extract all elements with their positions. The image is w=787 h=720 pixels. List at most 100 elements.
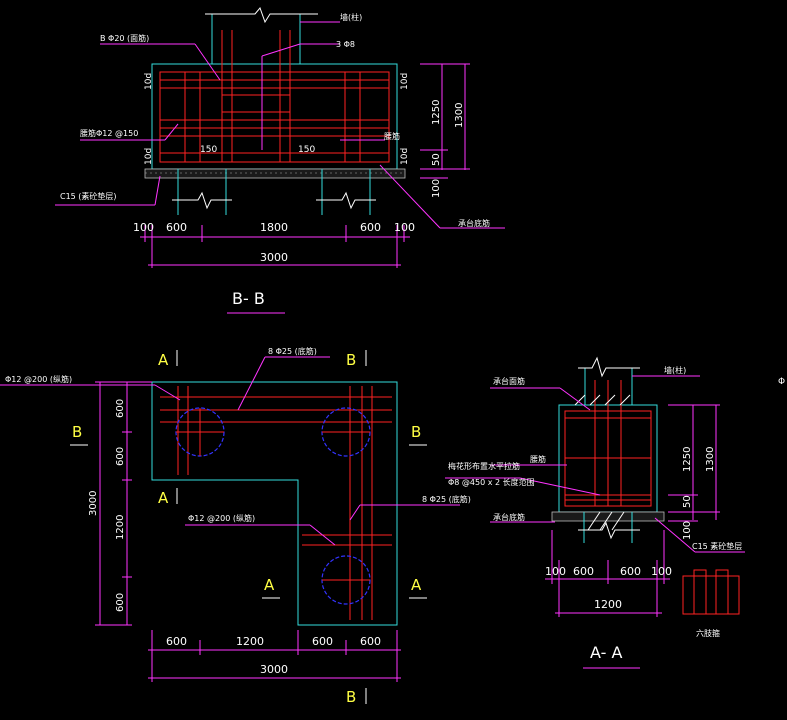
dim-bb-1300: 1300 [454,103,465,128]
leader-plan-right-d [349,504,361,521]
leader-cushion-d [154,175,161,206]
aa-leader-top-bar-d [559,387,591,411]
aa-pile-break [578,521,640,540]
aa-dim-cushion: 100 [682,521,693,540]
leader-plan-left-d [154,384,181,401]
aa-label-tie-spec: Φ8 @450 x 2 长度范围 [448,477,535,487]
dim-plan-h-600-2: 600 [312,635,333,648]
aa-label-base: 承台底筋 [493,512,525,522]
dim-plan-v-total: 3000 [88,491,99,516]
label-column: 墙(柱) [340,12,362,22]
dim-bb-total: 3000 [260,251,288,264]
dim-bb-50: 50 [431,153,442,166]
label-cushion: C15 (素砼垫层) [60,191,117,201]
six-leg-stirrup-detail: 六肢箍 [682,569,740,638]
aa-dim-100-right: 100 [651,565,672,578]
pile-right-break [316,191,376,210]
title-aa: A- A [590,643,622,662]
dim-bb-600-left: 600 [166,221,187,234]
dim-bb-100-left: 100 [133,221,154,234]
cut-a-mid: A [158,489,169,507]
dim-plan-h-600-1: 600 [166,635,187,648]
cut-b-top: B [346,351,356,369]
label-plan-bar-mid: Φ12 @200 (纵筋) [188,513,255,523]
dim-plan-v-1200: 1200 [115,515,126,540]
hatch [574,394,586,406]
dim-plan-h-total: 3000 [260,663,288,676]
hatch [589,394,601,406]
pile-left-break [172,191,232,210]
aa-dim-100-left: 100 [545,565,566,578]
cut-b-left: B [72,423,82,441]
leader-top-bar-d [194,43,221,81]
label-plan-bar-top: 8 Φ25 (底筋) [268,346,317,356]
label-top-bar: B Φ20 (面筋) [100,33,149,43]
plan-cap-outline [151,381,398,626]
title-bb: B- B [232,289,265,308]
cut-b-bottom: B [346,688,356,706]
label-10d-tl: 10d [144,73,154,90]
aa-label-tie: 梅花形布置水平拉筋 [448,461,520,471]
aa-leader-cushion [654,517,696,553]
section-aa: 承台面筋 墙(柱) 腰筋 梅花形布置水平拉筋 Φ8 @450 x 2 长度范围 … [445,356,785,669]
cut-a-low: A [264,576,275,594]
label-plan-bar-left: Φ12 @200 (纵筋) [5,374,72,384]
leader-plan-mid-d [309,524,336,546]
cut-a-right: A [411,576,422,594]
label-base-bar: 承台底筋 [458,218,490,228]
cut-a-top: A [158,351,169,369]
aa-column-break [578,356,640,378]
leader-plan-top-d [237,356,266,411]
cushion-layer [144,168,406,179]
dim-plan-v-600-2: 600 [115,447,126,466]
aa-label-top-bar: 承台面筋 [493,376,525,386]
dim-bb-100-right: 100 [394,221,415,234]
section-bb: 墙(柱) B Φ20 (面筋) 3 Φ8 腰筋Φ12 @150 腰筋 C15 (… [55,7,505,314]
label-plan-bar-right: 8 Φ25 (底筋) [422,494,471,504]
aa-label-column: 墙(柱) [664,365,686,375]
stirrup-outer [682,575,740,615]
label-10d-br: 10d [400,148,410,165]
aa-dim-total: 1200 [594,598,622,611]
plan-view: Φ12 @200 (纵筋) 8 Φ25 (底筋) Φ12 @200 (纵筋) 8… [0,346,471,706]
aa-label-cushion: C15 素砼垫层 [692,541,742,551]
label-10d-bl: 10d [144,148,154,165]
aa-label-waist: 腰筋 [530,454,546,464]
stirrup-leg-a [693,569,707,614]
label-10d-tr: 10d [400,73,410,90]
dim-bb-1800: 1800 [260,221,288,234]
aa-pile-hatch [587,511,625,531]
edge-fragment: Φ [778,377,785,387]
dim-plan-v-600-1: 600 [115,399,126,418]
dim-plan-h-600-3: 600 [360,635,381,648]
aa-dim-1300: 1300 [705,447,716,472]
hatch [604,394,616,406]
hatch [599,511,613,531]
hatch [587,511,601,531]
aa-cushion [551,511,665,522]
leader-stirrup-d [261,43,301,57]
aa-top-hatch [574,394,631,406]
aa-dim-50: 50 [682,495,693,508]
dim-bb-1250: 1250 [431,100,442,125]
dim-plan-h-1200: 1200 [236,635,264,648]
label-hook-right: 150 [298,145,315,155]
column-break-line [205,7,318,24]
label-hook-left: 150 [200,145,217,155]
leader-base-d [379,164,441,229]
dim-bb-cushion: 100 [431,179,442,198]
label-side-bar: 腰筋 [384,131,400,141]
hatch [619,394,631,406]
dim-plan-v-600-3: 600 [115,593,126,612]
label-stirrup: 3 Φ8 [336,40,355,49]
leader-waist-d [164,123,179,141]
label-six-leg-stirrup: 六肢箍 [696,628,720,638]
label-waist-bar: 腰筋Φ12 @150 [80,128,138,138]
dim-bb-600-right: 600 [360,221,381,234]
cap-rebar-cage [159,71,390,163]
aa-leader-tie-d [519,477,601,496]
aa-dim-600-right: 600 [620,565,641,578]
aa-dim-1250: 1250 [682,447,693,472]
cut-b-right: B [411,423,421,441]
